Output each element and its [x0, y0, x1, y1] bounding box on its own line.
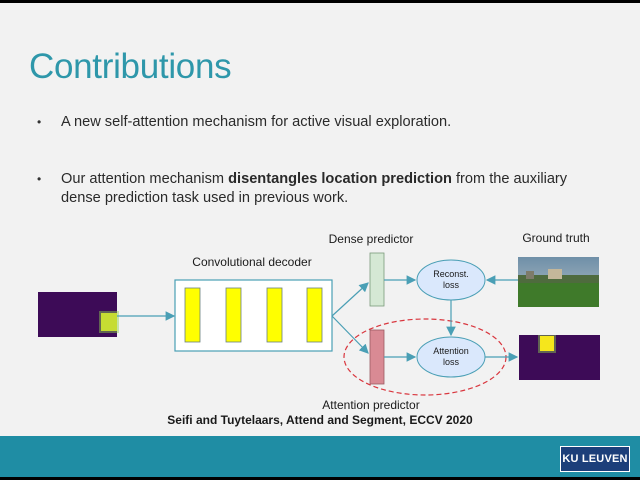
slide-title: Contributions [29, 47, 232, 86]
reconst-loss-label-2: loss [443, 280, 460, 290]
input-attention-map [38, 292, 119, 337]
bullet-2-bold: disentangles location prediction [228, 171, 452, 187]
reconst-loss-label-1: Reconst. [433, 269, 469, 279]
attention-loss-label-2: loss [443, 357, 460, 367]
bullet-dot-icon: • [37, 115, 42, 129]
attention-loss-label-1: Attention [433, 346, 469, 356]
conv-decoder-box [174, 279, 333, 352]
output-attention-map [519, 335, 600, 380]
slide: Contributions • A new self-attention mec… [0, 3, 640, 477]
bullet-dot-icon: • [37, 172, 42, 186]
arrow-decoder-to-dense [331, 282, 369, 317]
ku-leuven-logo: KU LEUVEN [560, 446, 630, 472]
arrow-decoder-to-attention [331, 315, 369, 354]
bullet-2-suffix: from the auxiliary dense prediction task… [61, 171, 568, 206]
dense-predictor-box [369, 252, 385, 307]
ground-truth-image [518, 257, 599, 307]
architecture-diagram: Convolutional decoder Dense predictor At… [38, 231, 600, 412]
attention-predictor-label: Attention predictor [322, 398, 419, 412]
citation: Seifi and Tuytelaars, Attend and Segment… [167, 413, 473, 427]
attention-loss-node: Attention loss [416, 336, 486, 378]
conv-decoder-label: Convolutional decoder [192, 255, 311, 269]
bullet-item-1: • A new self-attention mechanism for act… [37, 113, 601, 132]
dense-predictor-label: Dense predictor [329, 232, 414, 246]
bullet-2-prefix: Our attention mechanism [61, 171, 229, 187]
ground-truth-label: Ground truth [522, 231, 589, 245]
attention-predictor-box [369, 329, 385, 385]
footer-bar [0, 436, 640, 477]
bullet-item-2: • Our attention mechanism disentangles l… [37, 170, 601, 208]
bullet-1-text: A new self-attention mechanism for activ… [61, 114, 452, 130]
reconst-loss-node: Reconst. loss [416, 259, 486, 301]
